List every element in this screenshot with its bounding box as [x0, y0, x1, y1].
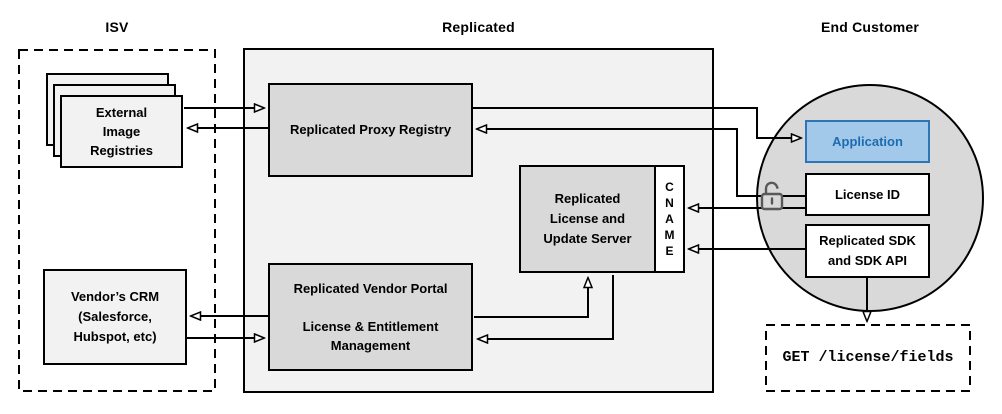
node-cname: CNAME — [654, 165, 685, 273]
node-vendors-crm: Vendor’s CRM (Salesforce, Hubspot, etc) — [43, 269, 187, 365]
node-replicated-vendor-portal: Replicated Vendor Portal License & Entit… — [268, 263, 473, 371]
section-label-isv: ISV — [105, 19, 129, 35]
node-external-image-registries: External Image Registries — [60, 95, 183, 168]
node-license-id: License ID — [805, 173, 930, 216]
node-replicated-proxy-registry: Replicated Proxy Registry — [268, 83, 473, 177]
node-get-license-fields: GET /license/fields — [782, 349, 954, 366]
cname-vertical-label: CNAME — [664, 180, 675, 258]
node-replicated-license-update-server: Replicated License and Update Server — [519, 165, 656, 273]
node-replicated-sdk: Replicated SDK and SDK API — [805, 224, 930, 278]
node-application: Application — [805, 120, 930, 163]
section-label-end-customer: End Customer — [820, 19, 920, 35]
section-label-replicated: Replicated — [442, 19, 515, 35]
